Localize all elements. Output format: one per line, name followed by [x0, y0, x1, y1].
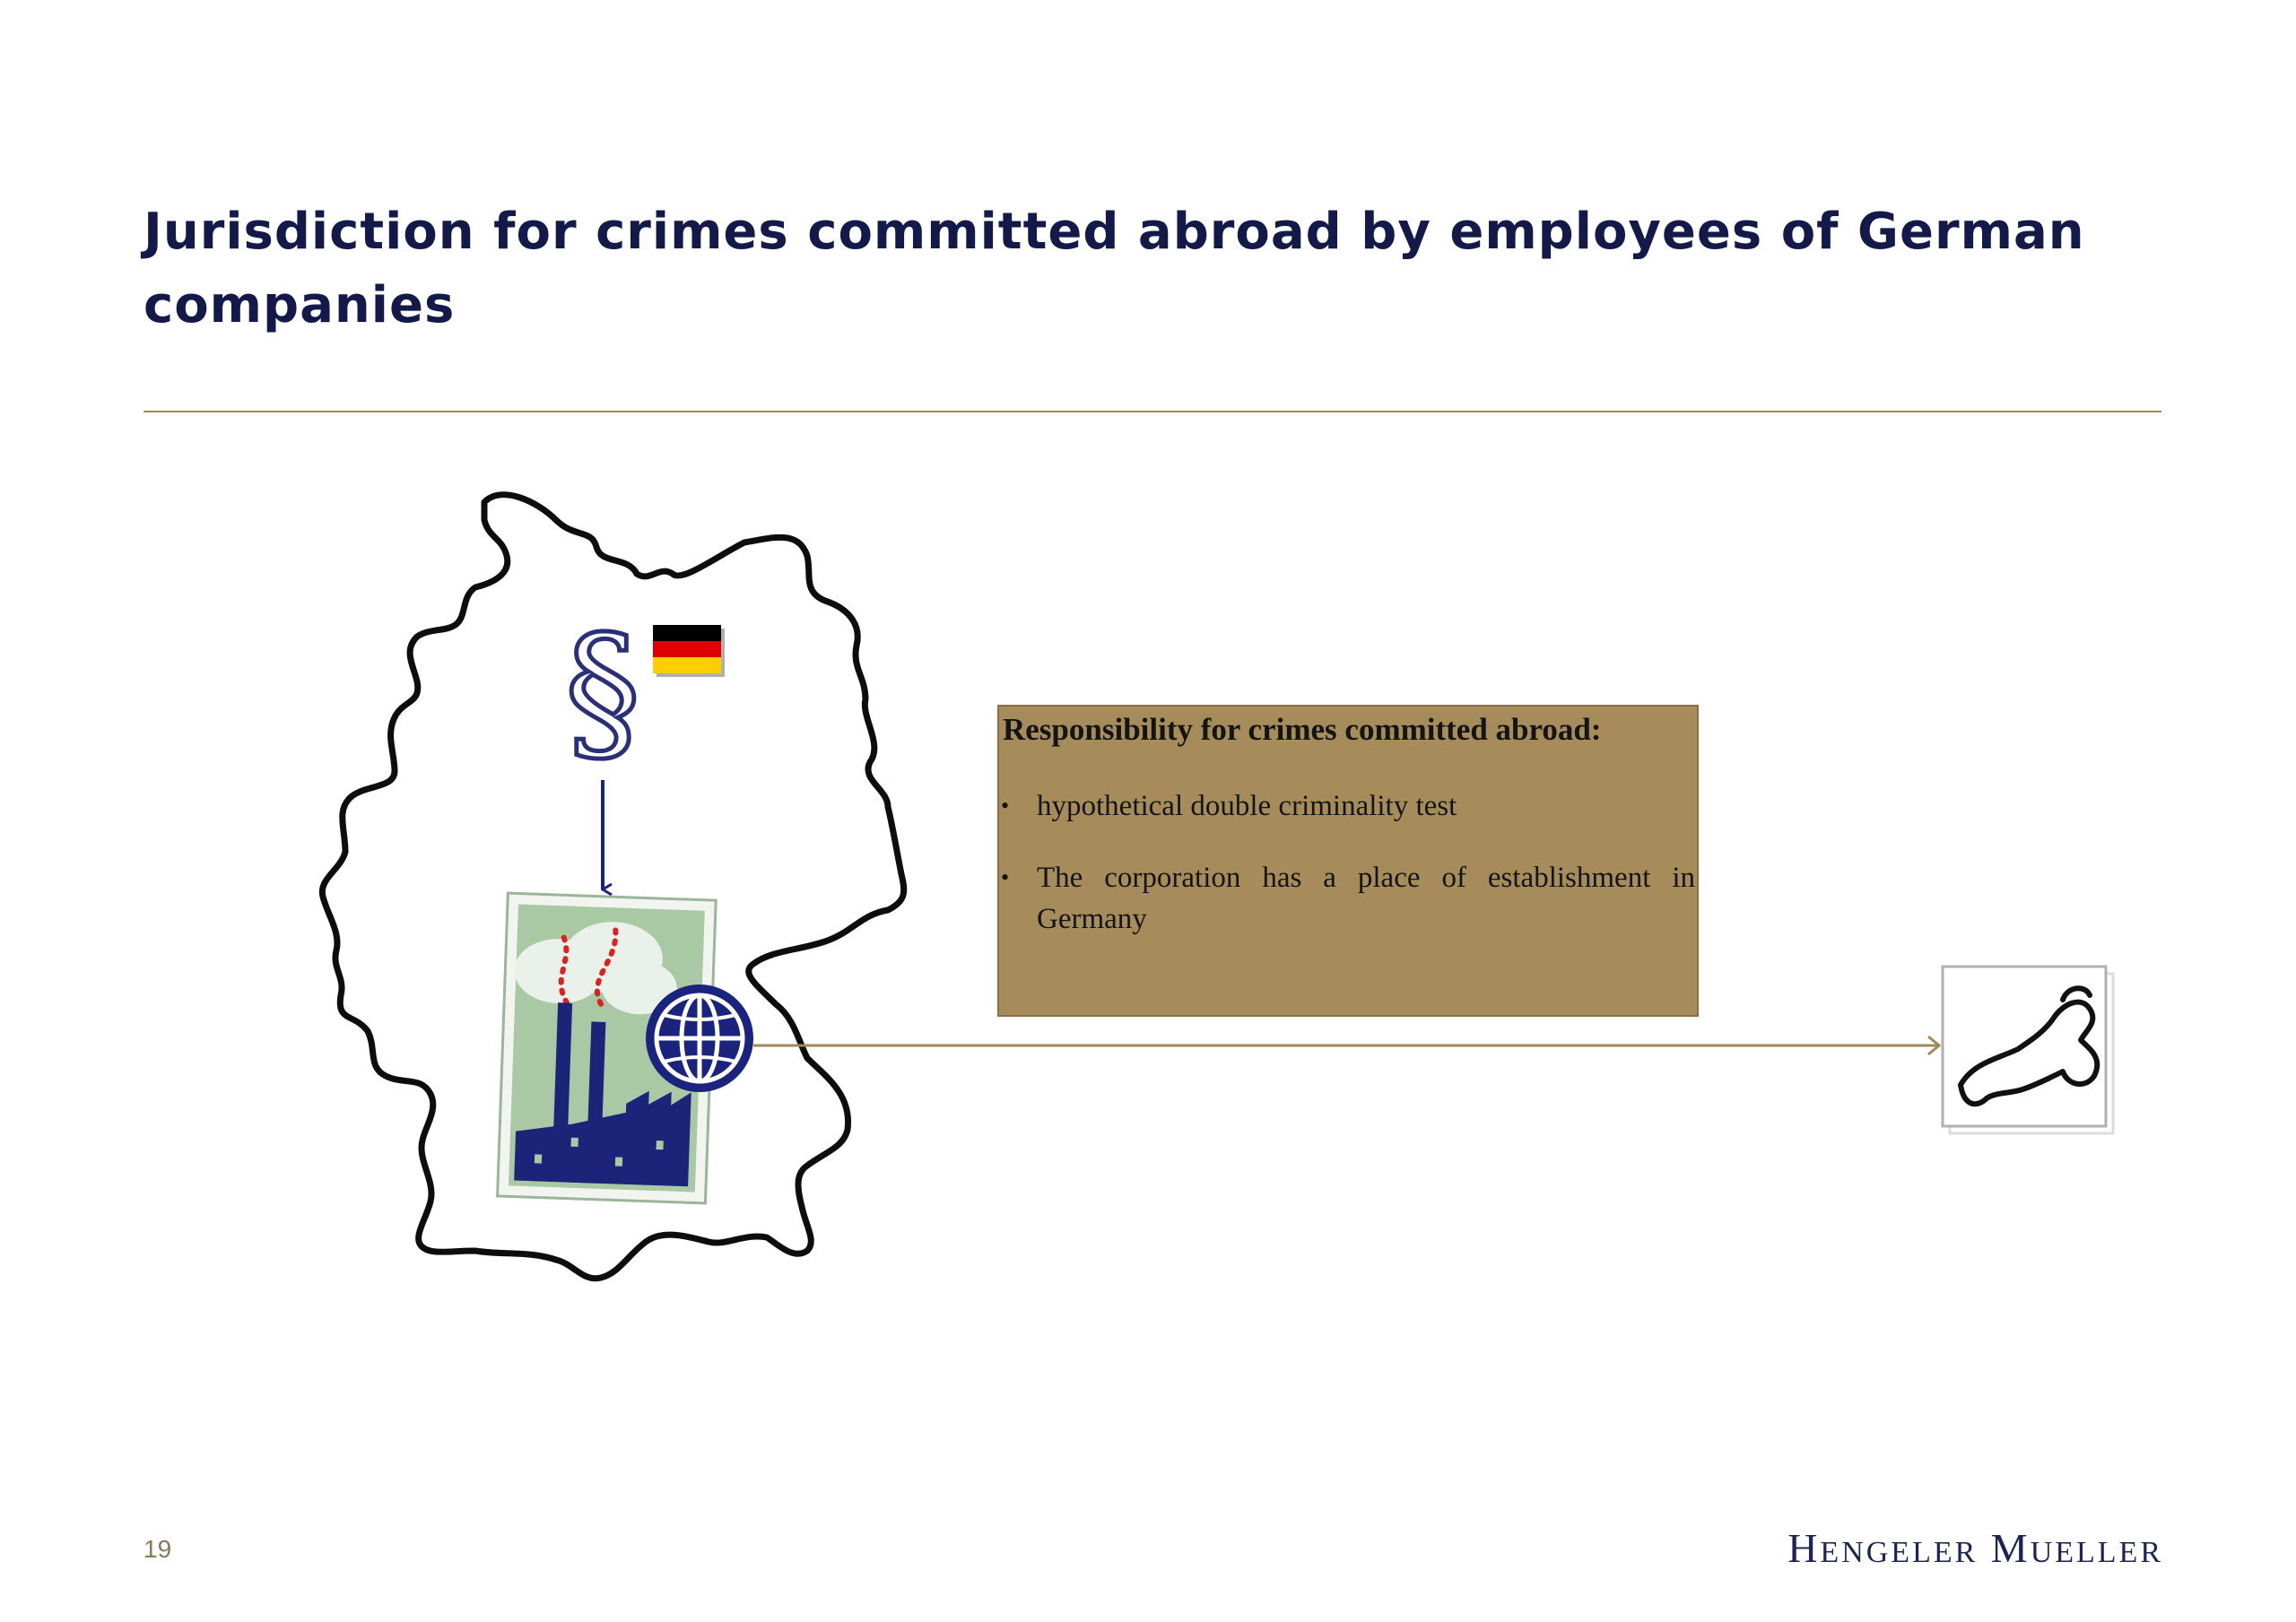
info-box-heading: Responsibility for crimes committed abro… — [1003, 712, 1602, 747]
bullet-dot: • — [1001, 793, 1010, 819]
bullet-text: hypothetical double criminality test — [1037, 790, 1457, 822]
bullet-text: The corporation has a place of establish… — [1037, 862, 1695, 935]
logo-word-second: MUELLER — [1990, 1525, 2163, 1571]
paragraph-sign-icon: § — [565, 603, 641, 781]
german-flag-icon — [653, 625, 725, 677]
hengeler-mueller-logo: HENGELER MUELLER — [1787, 1524, 2163, 1572]
globe-icon — [646, 984, 753, 1092]
title-divider — [144, 411, 2161, 412]
responsibility-info-box: Responsibility for crimes committed abro… — [997, 705, 1699, 1017]
slide-title: Jurisdiction for crimes committed abroad… — [144, 203, 2085, 334]
bullet-dot: • — [1001, 864, 1010, 890]
logo-word-first: HENGELER — [1787, 1525, 1979, 1571]
factory-icon — [496, 891, 718, 1205]
body-outline-icon — [1941, 965, 2115, 1135]
abroad-arrow-head — [1927, 1035, 1942, 1056]
germany-map-outline — [318, 491, 908, 1282]
page-number: 19 — [144, 1535, 172, 1563]
